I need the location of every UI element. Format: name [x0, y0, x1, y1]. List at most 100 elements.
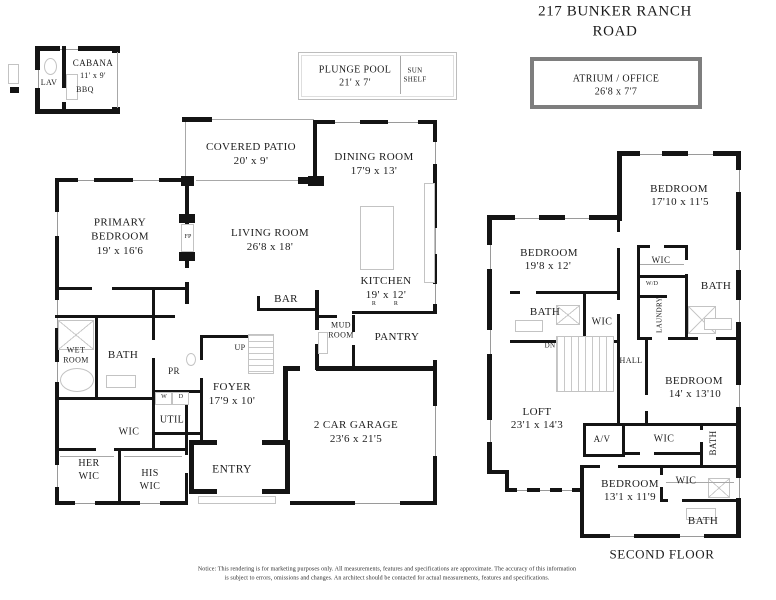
wall [637, 275, 687, 278]
wall [583, 291, 586, 343]
post [112, 107, 120, 114]
wall [487, 215, 621, 220]
wall [313, 120, 317, 182]
wall [617, 219, 620, 340]
room-label-cabana: CABANA [72, 58, 114, 69]
sun-shelf-label-1: SUN [407, 66, 423, 75]
staircase-down [556, 336, 614, 392]
door-opening [652, 337, 668, 340]
room-dims-loft: 23'1 x 14'3 [510, 418, 564, 431]
window [433, 284, 437, 304]
window [487, 245, 492, 269]
room-label-bar: BAR [274, 292, 298, 305]
window [736, 385, 741, 407]
room-label-pantry: PANTRY [374, 330, 420, 343]
post [112, 46, 120, 53]
window [388, 120, 418, 124]
disclaimer-line-2: is subject to errors, omissions and chan… [224, 575, 550, 582]
door-opening [698, 337, 716, 340]
room-label-dining: DINING ROOM [334, 150, 414, 163]
atrium-dims: 26'8 x 7'7 [594, 86, 638, 98]
pool-label: PLUNGE POOL [318, 64, 392, 76]
wall [505, 470, 509, 492]
door-opening [352, 332, 355, 345]
wall [623, 452, 701, 455]
room-label-bedroom2: BEDROOM [520, 246, 578, 259]
room-dims-bedroom2: 19'8 x 12' [524, 259, 572, 272]
window [335, 120, 360, 124]
door-opening [617, 232, 620, 248]
shower [58, 320, 94, 350]
door-opening [600, 465, 618, 468]
wall [625, 423, 740, 426]
room-label-laundry: LAUNDRY [655, 297, 664, 333]
room-dims-kitchen: 19' x 12' [365, 288, 407, 301]
sun-shelf-edge [400, 56, 401, 94]
door-opening [640, 452, 654, 455]
second-floor-caption: SECOND FLOOR [609, 546, 715, 562]
staircase-up [248, 334, 274, 374]
wall [617, 151, 622, 221]
window [736, 300, 741, 322]
room-label-bedroom1: BEDROOM [650, 182, 708, 195]
wall [182, 117, 212, 122]
wall [583, 454, 625, 457]
room-label-lav: LAV [40, 77, 58, 87]
wall [55, 287, 189, 290]
wall [55, 315, 175, 318]
wall [583, 423, 586, 457]
wall [185, 397, 188, 504]
wall [637, 245, 640, 340]
door-opening [200, 360, 203, 378]
wall [55, 178, 189, 182]
window [55, 212, 59, 236]
wall [155, 432, 203, 435]
door-opening [35, 70, 40, 88]
room-dims-living: 26'8 x 18' [246, 240, 294, 253]
appliance-label-d: D [178, 394, 184, 401]
pool-outline [298, 52, 457, 100]
room-dims-covered-patio: 20' x 9' [233, 154, 269, 167]
mud-bench [318, 332, 328, 354]
wall [95, 317, 98, 399]
wall [617, 151, 740, 156]
atrium-label: ATRIUM / OFFICE [572, 73, 660, 85]
door-opening [668, 499, 682, 502]
room-label-bath-c: BATH [708, 430, 719, 456]
wall [580, 465, 740, 468]
window [55, 362, 59, 382]
door-opening [645, 395, 648, 411]
window [140, 501, 160, 505]
stairs-label-up: UP [234, 342, 246, 352]
wall [617, 340, 620, 426]
room-label-bedroom3: BEDROOM [665, 374, 723, 387]
vanity [686, 508, 716, 520]
fireplace-wall [179, 252, 195, 261]
shower [556, 305, 580, 325]
window [565, 215, 589, 220]
room-dims-garage: 23'6 x 21'5 [329, 432, 383, 445]
disclaimer-line-1: Notice: This rendering is for marketing … [197, 566, 577, 573]
window [610, 534, 634, 538]
shower [708, 478, 730, 498]
door-opening [62, 88, 66, 102]
closet-rod [640, 264, 684, 265]
vanity [515, 320, 543, 332]
room-label-his-wic: HIS WIC [139, 468, 161, 492]
equipment [8, 64, 19, 84]
wall [203, 335, 260, 338]
room-label-mud: MUD ROOM [328, 320, 354, 340]
wall [262, 440, 290, 445]
appliance-label-r2: R [393, 301, 399, 308]
kitchen-island [360, 206, 394, 270]
room-label-wic-b: WIC [591, 316, 613, 328]
fireplace [181, 224, 194, 252]
vanity [106, 375, 136, 388]
wall [262, 489, 290, 494]
window [515, 215, 539, 220]
kitchen-counter [424, 183, 435, 283]
room-label-bath-a: BATH [700, 279, 732, 292]
wall [283, 366, 288, 440]
wall [700, 426, 703, 467]
